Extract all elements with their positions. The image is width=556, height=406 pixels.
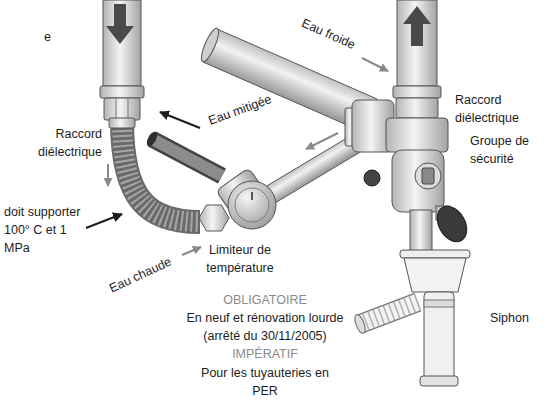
flow-label: Eau mitigée: [206, 90, 274, 129]
note: Pour les tuyauteries en PER: [195, 364, 335, 400]
part-label: Groupe de sécurité: [470, 132, 542, 168]
siphon-cap: [420, 376, 458, 386]
hot-pipe: [103, 0, 141, 86]
hose-rib: [360, 302, 418, 324]
flow-arrow: [362, 58, 388, 71]
knob-ring: [235, 188, 269, 222]
fitting-nut: [104, 98, 140, 120]
flow-arrow: [403, 6, 431, 46]
dielectric-fitting: [100, 86, 144, 98]
mixed-pipe: [152, 139, 222, 176]
note-heading: OBLIGATOIRE: [205, 291, 325, 309]
siphon-rim: [400, 250, 470, 258]
valve-lever: [422, 168, 434, 184]
flow-arrow: [107, 164, 109, 186]
part-label: Raccord diélectrique: [30, 125, 102, 161]
drain-outlet: [410, 210, 432, 254]
hose-end: [353, 313, 368, 335]
part-label: Siphon: [490, 309, 529, 327]
pipe-end: [145, 130, 160, 148]
hose-ferrule: [109, 118, 135, 128]
limiter-knob: [228, 181, 276, 229]
dielectric-fitting: [393, 86, 441, 98]
leader-arrow: [86, 214, 122, 228]
knob-mark: [251, 192, 253, 200]
limiter-nut: [199, 205, 229, 231]
siphon-tube: [424, 292, 454, 380]
flow-arrow: [106, 4, 134, 44]
mixed-pipe: [152, 139, 222, 176]
siphon-band: [424, 300, 454, 307]
drain-hose: [360, 302, 418, 324]
purge-valve: [364, 170, 380, 186]
safety-group-body: [386, 118, 448, 152]
note-heading: IMPÉRATIF: [205, 345, 325, 363]
safety-group-body: [392, 150, 444, 212]
flow-arrow: [306, 133, 338, 149]
flow-label: Eau chaude: [106, 253, 174, 298]
cropped-letter: e: [44, 28, 51, 46]
flow-arrow: [182, 247, 201, 255]
valve-ring: [415, 163, 441, 189]
nut-edge: [128, 98, 129, 120]
flow-arrow: [160, 112, 200, 128]
cold-pipe: [397, 0, 437, 86]
part-label: Limiteur de température: [200, 241, 280, 277]
safety-knob: [431, 201, 473, 247]
siphon-funnel: [404, 258, 466, 292]
nut-edge: [116, 98, 117, 120]
fitting-nut: [396, 98, 438, 118]
note: En neuf et rénovation lourde (arrêté du …: [180, 309, 350, 345]
pipe-end: [198, 27, 222, 64]
drain-hose: [360, 302, 418, 324]
note: doit supporter 100° C et 1 MPa: [4, 203, 86, 257]
flow-label: Eau froide: [298, 14, 357, 54]
part-label: Raccord diélectrique: [455, 91, 527, 127]
